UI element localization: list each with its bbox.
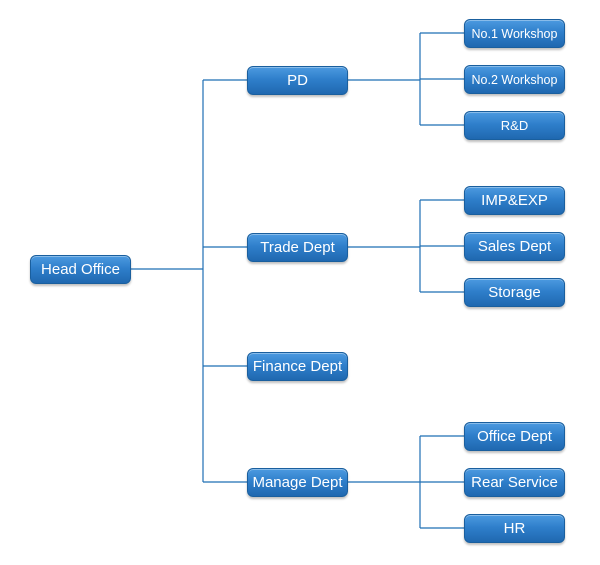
node-label: Head Office — [41, 261, 120, 278]
node-imp-exp[interactable]: IMP&EXP — [464, 186, 565, 215]
node-rear-service[interactable]: Rear Service — [464, 468, 565, 497]
node-hr[interactable]: HR — [464, 514, 565, 543]
node-head-office[interactable]: Head Office — [30, 255, 131, 284]
node-label: IMP&EXP — [481, 192, 548, 209]
node-no1-workshop[interactable]: No.1 Workshop — [464, 19, 565, 48]
node-label: Sales Dept — [477, 238, 552, 255]
node-no2-workshop[interactable]: No.2 Workshop — [464, 65, 565, 94]
node-label: PD — [287, 72, 308, 89]
node-label: No.1 Workshop — [471, 26, 558, 41]
node-label: HR — [503, 520, 526, 537]
node-label: Storage — [488, 284, 541, 301]
node-manage-dept[interactable]: Manage Dept — [247, 468, 348, 497]
node-label: No.2 Workshop — [471, 72, 558, 87]
node-finance-dept[interactable]: Finance Dept — [247, 352, 348, 381]
node-rnd[interactable]: R&D — [464, 111, 565, 140]
node-office-dept[interactable]: Office Dept — [464, 422, 565, 451]
node-pd[interactable]: PD — [247, 66, 348, 95]
node-label: Finance Dept — [252, 358, 343, 375]
node-sales-dept[interactable]: Sales Dept — [464, 232, 565, 261]
node-storage[interactable]: Storage — [464, 278, 565, 307]
node-label: Manage Dept — [252, 474, 343, 491]
node-label: Trade Dept — [260, 239, 335, 256]
node-label: Rear Service — [471, 474, 558, 491]
node-label: R&D — [500, 118, 529, 133]
node-trade-dept[interactable]: Trade Dept — [247, 233, 348, 262]
node-label: Office Dept — [477, 428, 552, 445]
